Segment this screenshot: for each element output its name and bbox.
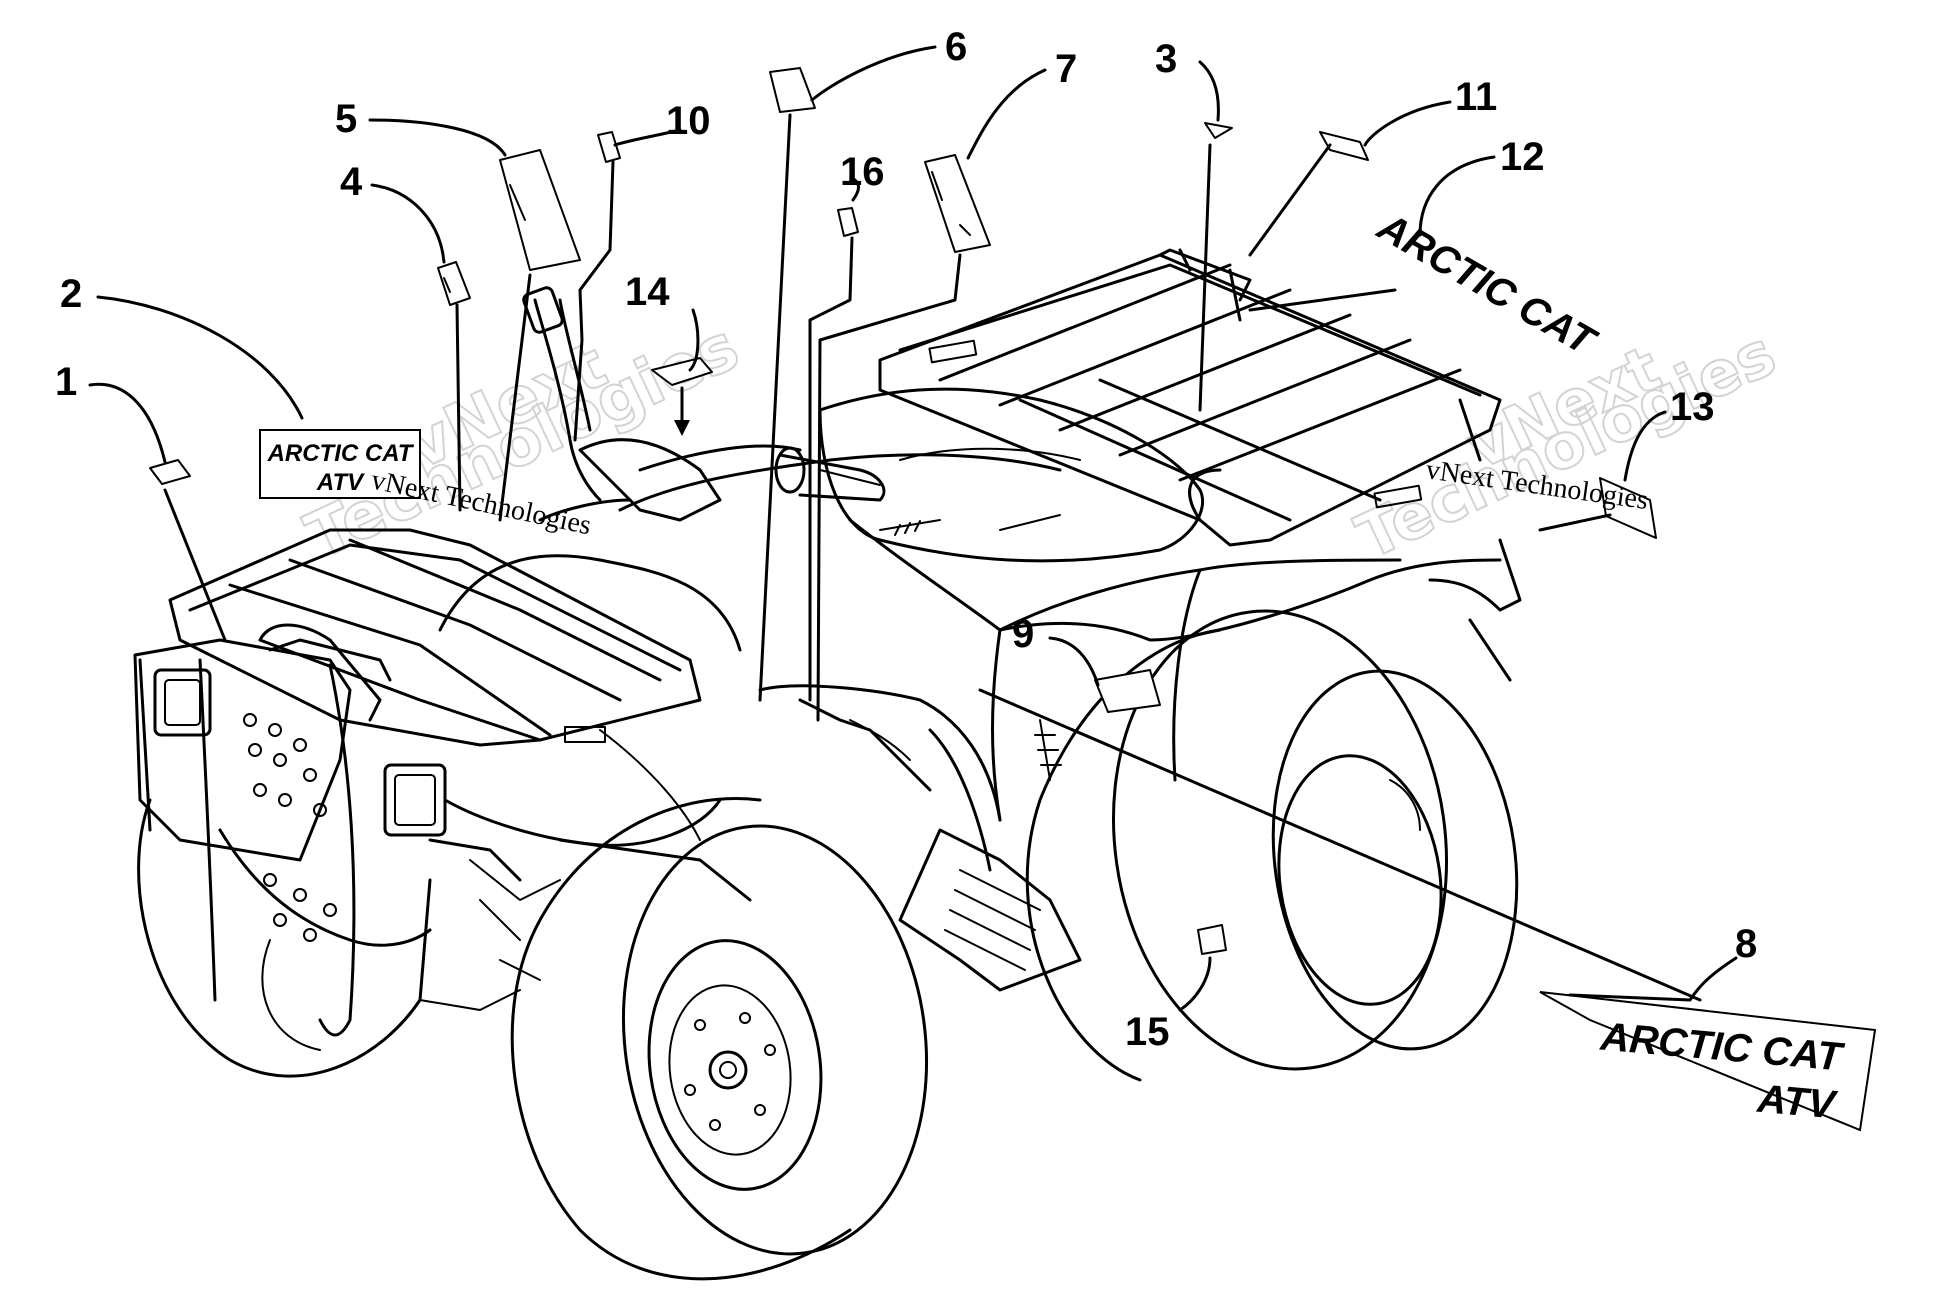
decal-2-line2: ATV bbox=[316, 469, 365, 496]
decal-10-shape bbox=[597, 131, 621, 163]
callout-10: 10 bbox=[666, 99, 711, 143]
leader-1b bbox=[163, 488, 227, 642]
decal-16-shape bbox=[837, 207, 859, 237]
decal-11-shape bbox=[1319, 131, 1369, 161]
decal-9-shape bbox=[1094, 669, 1161, 713]
leader-6b bbox=[758, 113, 792, 702]
decal-2: ARCTIC CAT ATV bbox=[259, 429, 421, 499]
decal-parts: ARCTIC CAT ATV ARCTIC CAT ATV ARCTIC CAT bbox=[149, 67, 1877, 1132]
decal-13-shape bbox=[1599, 477, 1657, 539]
leader-15 bbox=[1178, 956, 1212, 1012]
callout-9: 9 bbox=[1012, 612, 1034, 656]
decal-15-shape bbox=[1197, 924, 1227, 955]
handlebars bbox=[522, 286, 886, 522]
leader-10 bbox=[613, 128, 682, 147]
leader-13b bbox=[1538, 513, 1612, 532]
leader-11b bbox=[1248, 143, 1332, 257]
leader-12b bbox=[1248, 288, 1397, 312]
decal-1-shape bbox=[149, 459, 191, 485]
decal-6-shape bbox=[769, 67, 816, 113]
callout-14: 14 bbox=[625, 270, 670, 314]
leader-2 bbox=[96, 295, 304, 420]
rear-right-wheel bbox=[1025, 609, 1519, 1082]
leader-12 bbox=[1418, 155, 1496, 237]
leader-lines bbox=[88, 45, 1738, 1012]
leader-13 bbox=[1623, 410, 1667, 482]
leader-9 bbox=[1048, 636, 1100, 687]
rear-rack bbox=[878, 248, 1502, 547]
front-frame bbox=[419, 729, 701, 1011]
callout-6: 6 bbox=[945, 25, 967, 69]
front-left-wheel bbox=[137, 798, 432, 1078]
callout-16: 16 bbox=[840, 150, 885, 194]
leader-10b bbox=[573, 160, 615, 442]
callout-13: 13 bbox=[1670, 385, 1715, 429]
decal-2-line1: ARCTIC CAT bbox=[267, 440, 415, 467]
front-rack bbox=[168, 528, 702, 747]
callout-8: 8 bbox=[1735, 922, 1757, 966]
leader-11 bbox=[1363, 100, 1452, 147]
decal-3-shape bbox=[1204, 122, 1233, 139]
leader-7b bbox=[816, 253, 962, 722]
leader-4 bbox=[370, 183, 446, 264]
callout-2: 2 bbox=[60, 272, 82, 316]
atv-drawing bbox=[133, 248, 1522, 1281]
leader-14-arrow bbox=[674, 420, 690, 436]
callout-12: 12 bbox=[1500, 135, 1545, 179]
callout-15: 15 bbox=[1125, 1010, 1170, 1054]
leader-1 bbox=[88, 382, 167, 464]
callout-3: 3 bbox=[1155, 37, 1177, 81]
callout-7: 7 bbox=[1055, 47, 1077, 91]
decal-8-line2: ATV bbox=[1755, 1077, 1840, 1128]
callout-1: 1 bbox=[55, 360, 77, 404]
decal-7-shape bbox=[924, 154, 991, 253]
decal-5-shape bbox=[499, 149, 581, 271]
leader-16b bbox=[808, 236, 854, 702]
callout-numbers: 1 2 3 4 5 6 7 8 9 10 11 12 13 14 15 16 bbox=[55, 25, 1757, 1054]
front-right-wheel bbox=[510, 797, 929, 1281]
leader-5 bbox=[368, 118, 507, 157]
leader-3b bbox=[1198, 143, 1212, 412]
callout-4: 4 bbox=[340, 160, 363, 204]
leader-3 bbox=[1198, 60, 1220, 122]
decal-4-shape bbox=[437, 261, 471, 306]
leader-5b bbox=[498, 273, 532, 522]
rear-body bbox=[848, 518, 1522, 822]
decal-14-shape bbox=[651, 357, 713, 386]
leader-14 bbox=[688, 308, 700, 372]
leader-16 bbox=[851, 178, 860, 202]
decal-8: ARCTIC CAT ATV bbox=[1539, 991, 1877, 1132]
callout-5: 5 bbox=[335, 97, 357, 141]
leader-8 bbox=[1568, 956, 1738, 1002]
tank-seat bbox=[618, 387, 1205, 563]
leader-7 bbox=[966, 68, 1047, 160]
leader-8b bbox=[978, 688, 1702, 1002]
leader-6 bbox=[810, 45, 937, 102]
callout-11: 11 bbox=[1455, 75, 1497, 119]
front-bumper bbox=[133, 638, 447, 1037]
leader-4b bbox=[455, 303, 462, 512]
